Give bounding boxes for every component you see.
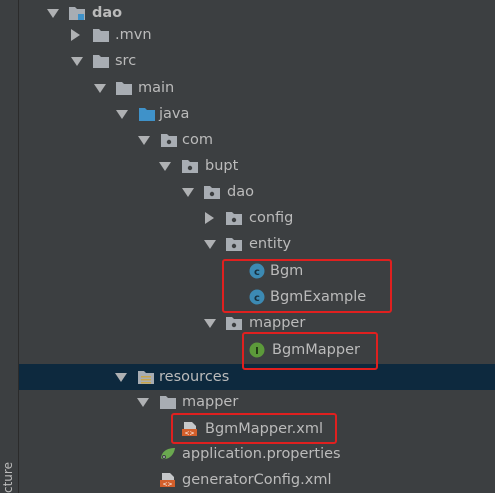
tree-label: mapper [182,394,239,410]
interface-icon: I [249,342,267,358]
expand-arrow-icon[interactable] [204,240,216,249]
tree-label: main [138,80,175,96]
tree-row-bupt[interactable]: bupt [19,153,495,179]
tree-label: config [249,210,294,226]
package-icon [225,315,243,331]
package-icon [225,236,243,252]
tree-label: generatorConfig.xml [182,472,332,488]
tree-label: application.properties [182,446,341,462]
package-icon [160,132,178,148]
structure-tab-label: cture [1,462,15,493]
tree-row-generator-config-xml[interactable]: <> generatorConfig.xml [19,467,495,493]
tree-label: mapper [249,315,306,331]
highlight-box-bgm-mapper [242,332,378,370]
package-icon [181,158,199,174]
tree-label: Bgm [270,263,304,279]
structure-side-tab[interactable]: cture [0,0,19,493]
class-icon: c [249,289,267,305]
svg-text:<>: <> [162,481,172,488]
tree-label: bupt [205,158,239,174]
expand-arrow-icon[interactable] [47,9,59,18]
tree-row-bgm-mapper-xml[interactable]: <> BgmMapper.xml [19,416,495,442]
svg-text:<>: <> [184,430,194,437]
expand-arrow-icon[interactable] [138,136,150,145]
highlight-box-entity-classes [222,259,392,313]
highlight-box-bgm-mapper-xml [171,413,337,444]
tree-row-dao-package[interactable]: dao [19,179,495,205]
svg-text:c: c [254,267,260,278]
tree-row-bgm-mapper[interactable]: I BgmMapper [19,337,495,363]
tree-label: java [159,106,190,122]
tree-row-bgm[interactable]: c Bgm [19,258,495,284]
tree-row-mapper-folder[interactable]: mapper [19,389,495,415]
tree-row-main[interactable]: main [19,75,495,101]
folder-icon [92,53,110,69]
expand-arrow-icon[interactable] [94,84,106,93]
tree-row-dao-module[interactable]: dao [19,0,495,26]
tree-label: BgmMapper [272,342,360,358]
tree-row-mvn[interactable]: .mvn [19,22,495,48]
folder-icon [92,27,110,43]
resources-root-icon [137,369,155,385]
expand-arrow-icon[interactable] [137,398,149,407]
properties-file-icon [159,446,177,462]
tree-label: BgmMapper.xml [205,421,323,437]
collapse-arrow-icon[interactable] [205,212,214,224]
tree-label: .mvn [115,27,152,43]
project-tree[interactable]: dao .mvn src main java [19,0,495,493]
tree-label: resources [159,369,230,385]
package-icon [225,210,243,226]
folder-icon [115,80,133,96]
tree-row-com[interactable]: com [19,127,495,153]
tree-row-entity[interactable]: entity [19,231,495,257]
class-icon: c [249,263,267,279]
module-folder-icon [68,5,86,21]
tree-row-config[interactable]: config [19,205,495,231]
tree-row-java[interactable]: java [19,101,495,127]
expand-arrow-icon[interactable] [159,162,171,171]
collapse-arrow-icon[interactable] [71,29,80,41]
tree-label: com [182,132,213,148]
tree-row-src[interactable]: src [19,48,495,74]
expand-arrow-icon[interactable] [116,110,128,119]
xml-file-icon: <> [159,472,177,488]
tree-label: BgmExample [270,289,367,305]
tree-label: entity [249,236,292,252]
tree-row-mapper-package[interactable]: mapper [19,310,495,336]
package-icon [203,184,221,200]
tree-label: dao [227,184,254,200]
tree-row-application-properties[interactable]: application.properties [19,441,495,467]
svg-text:c: c [254,293,260,304]
expand-arrow-icon[interactable] [71,57,83,66]
source-root-icon [138,106,156,122]
expand-arrow-icon[interactable] [115,373,127,382]
xml-file-icon: <> [181,421,199,437]
expand-arrow-icon[interactable] [182,188,194,197]
folder-icon [159,394,177,410]
tree-row-bgm-example[interactable]: c BgmExample [19,284,495,310]
expand-arrow-icon[interactable] [204,319,216,328]
tree-label: dao [92,5,123,21]
tree-label: src [115,53,137,69]
svg-text:I: I [255,346,259,357]
